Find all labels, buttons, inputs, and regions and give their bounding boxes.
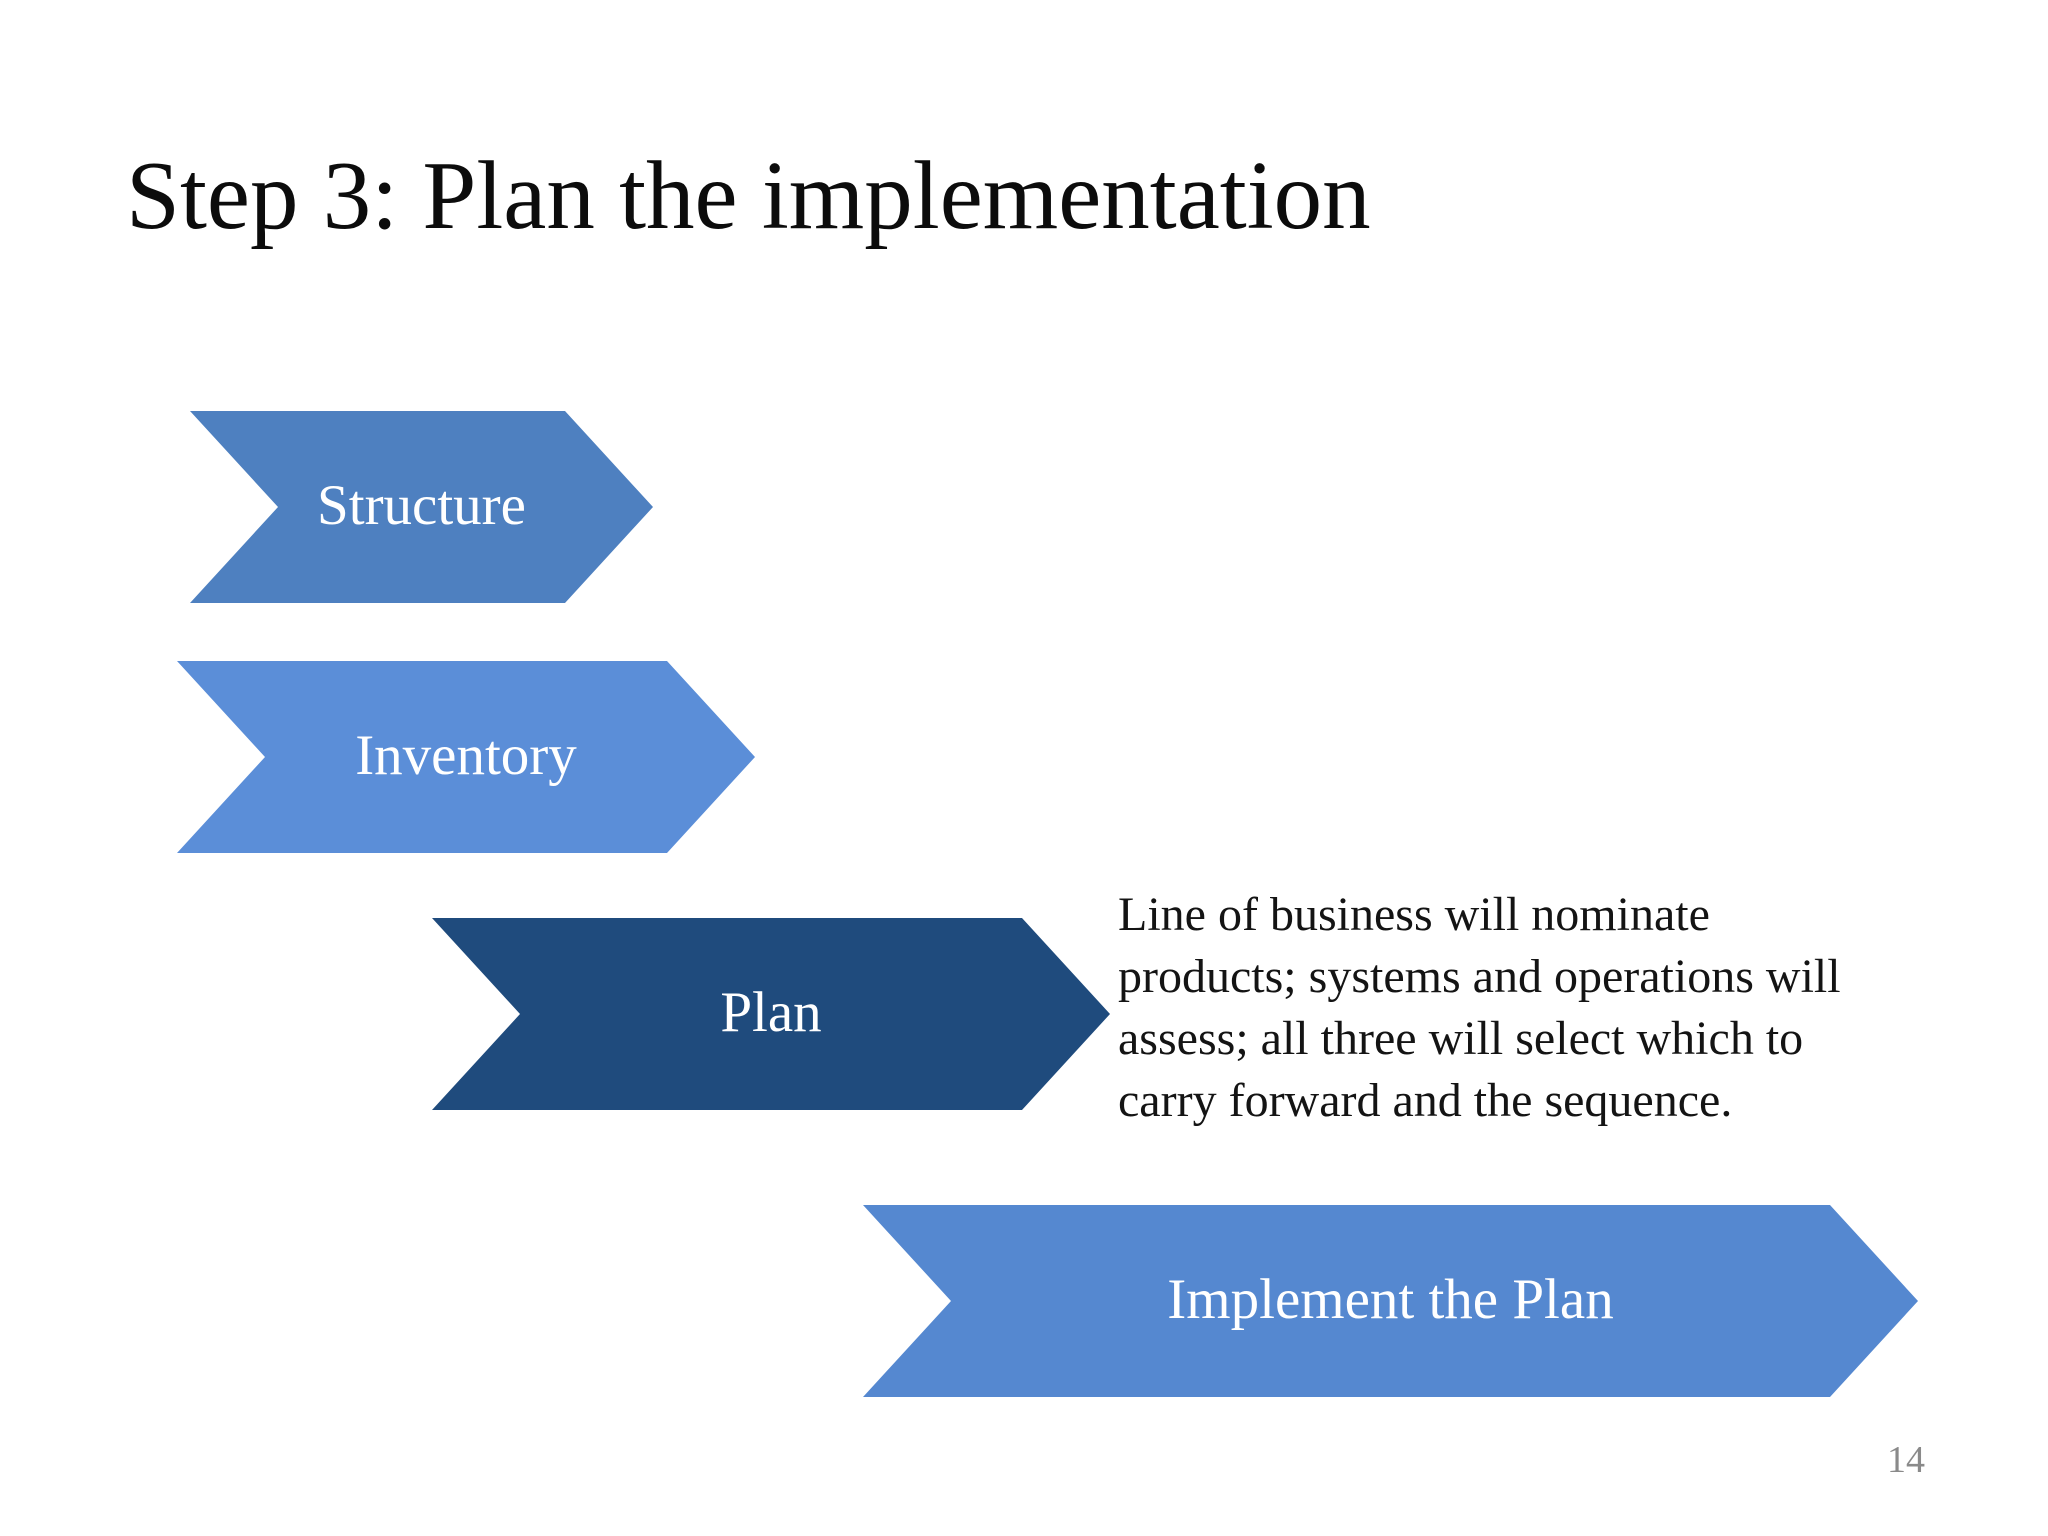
chevron-arrow-implement: Implement the Plan <box>863 1205 1918 1397</box>
plan-description-line-3: assess; all three will select which to <box>1118 1012 1804 1065</box>
chevron-arrow-plan: Plan <box>432 918 1110 1110</box>
plan-description-line-4: carry forward and the sequence. <box>1118 1074 1733 1127</box>
chevron-arrow-structure: Structure <box>190 411 653 603</box>
plan-description-line-2: products; systems and operations will <box>1118 950 1841 1003</box>
chevron-label-structure: Structure <box>317 473 526 537</box>
chevron-label-implement: Implement the Plan <box>1167 1267 1614 1331</box>
chevron-label-inventory: Inventory <box>355 723 577 787</box>
page-number: 14 <box>1887 1439 1925 1481</box>
chevron-arrow-inventory: Inventory <box>177 661 755 853</box>
slide-title: Step 3: Plan the implementation <box>126 142 1371 249</box>
plan-description-line-1: Line of business will nominate <box>1118 888 1710 941</box>
chevron-label-plan: Plan <box>720 980 822 1044</box>
plan-description-text: Line of business will nominate products;… <box>1118 884 1841 1132</box>
